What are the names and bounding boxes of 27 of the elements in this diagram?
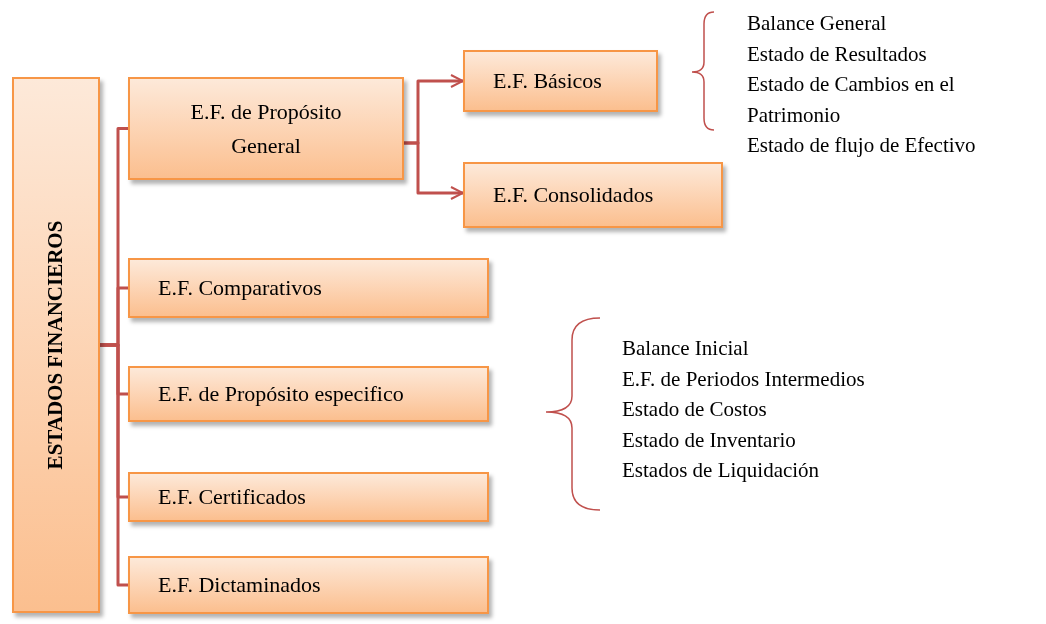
title-box (12, 77, 100, 613)
list-item: Balance General (747, 10, 888, 37)
connector (100, 343, 128, 587)
category-box (128, 472, 489, 522)
list-item: Estado de Cambios en el Patrimonio (747, 71, 956, 129)
node-label: E.F. Certificados (157, 483, 307, 511)
list-item: Estado de Resultados (747, 40, 928, 68)
list-item: Balance Inicial (622, 335, 750, 362)
list-item: E.F. de Periodos Intermedios (622, 365, 866, 393)
category-box (128, 258, 489, 318)
category-box (128, 366, 489, 422)
list-item: Estado de flujo de Efectivo (747, 132, 977, 159)
category-box (463, 50, 658, 112)
node-label: E.F. Dictaminados (157, 571, 322, 599)
node-label: E.F. Consolidados (492, 181, 655, 209)
category-box (463, 162, 723, 228)
category-box (128, 77, 404, 180)
node-label: E.F. Comparativos (157, 274, 323, 302)
node-label: E.F. de Propósito especifico (157, 380, 405, 408)
list-item: Estados de Liquidación (622, 457, 821, 484)
list-item: Estado de Inventario (622, 426, 797, 454)
connector (404, 141, 464, 200)
node-label: ESTADOS FINANCIEROS (43, 220, 68, 470)
node-label: E.F. Básicos (492, 67, 603, 95)
category-box (128, 556, 489, 614)
list-item: Estado de Costos (622, 396, 768, 423)
node-label: E.F. de Propósito General (189, 97, 343, 160)
